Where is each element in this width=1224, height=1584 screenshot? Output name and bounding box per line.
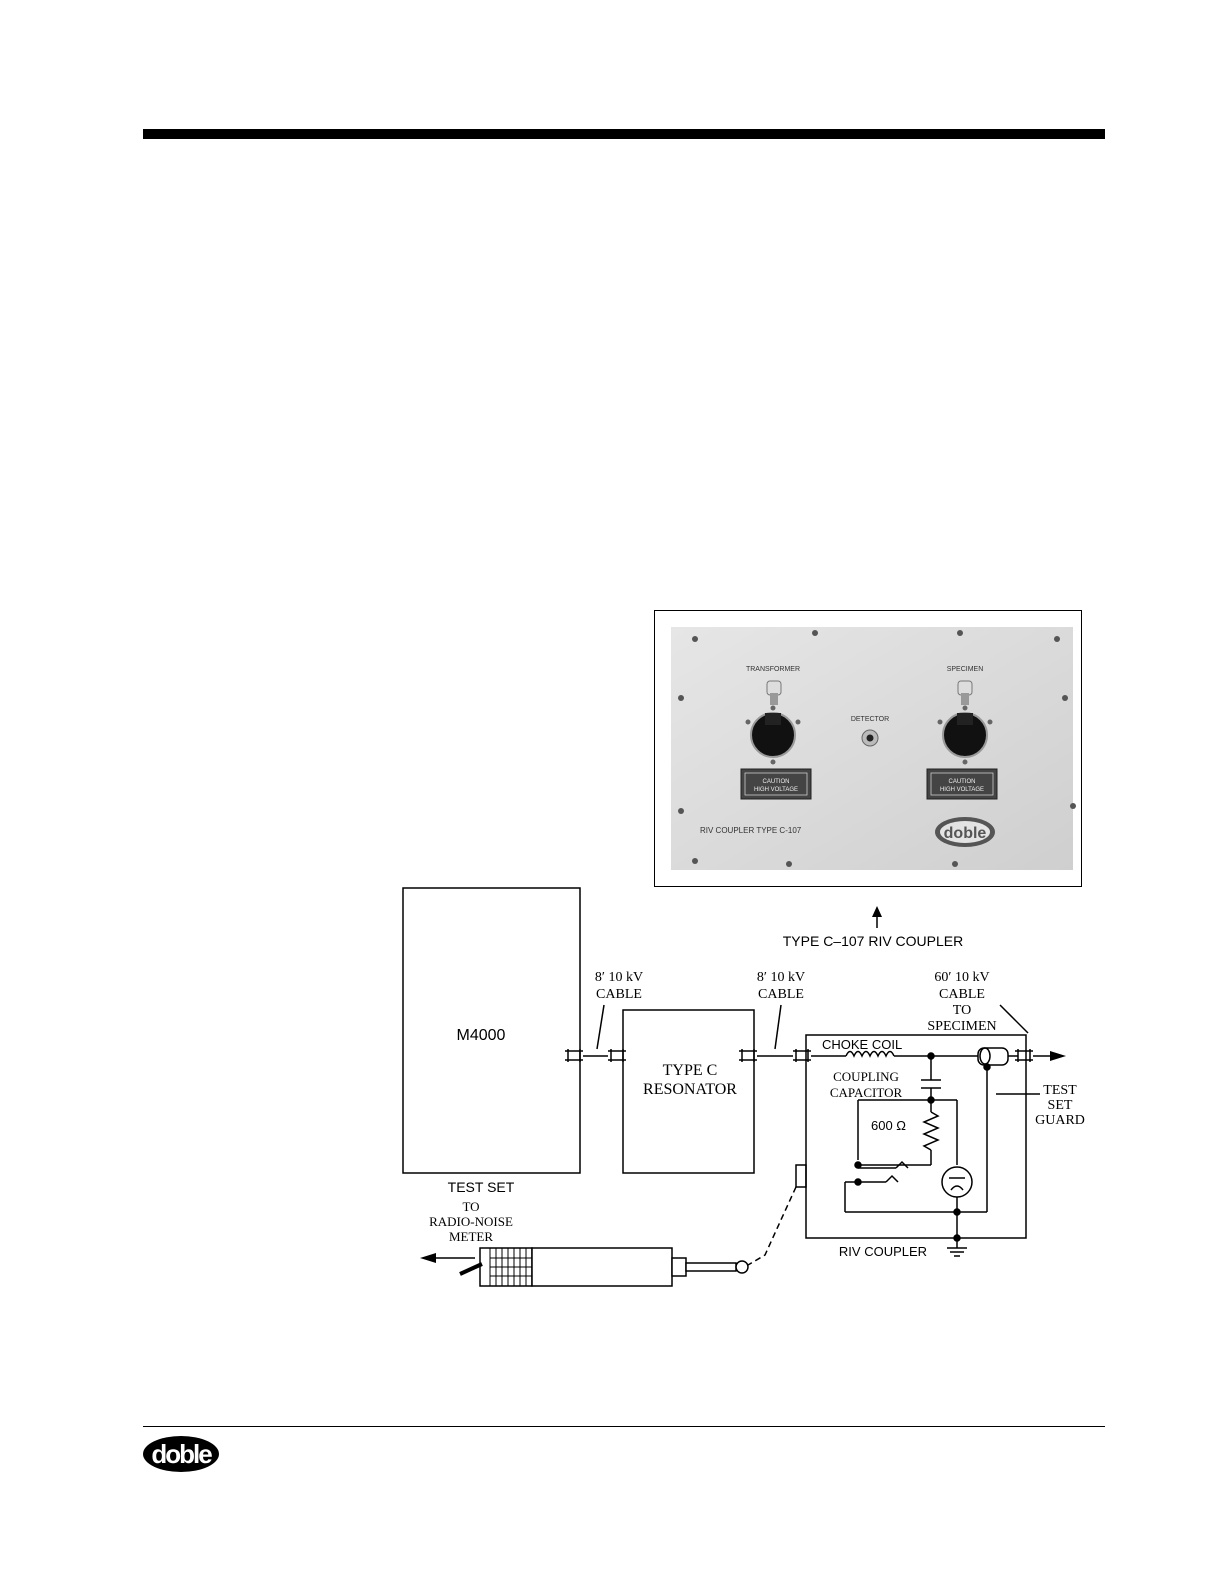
connector-m4000: [565, 1049, 583, 1062]
caution-plate-specimen: CAUTION HIGH VOLTAGE: [926, 768, 998, 800]
resistor-label: 600 Ω: [871, 1118, 906, 1133]
meter-arrow: [420, 1253, 475, 1263]
coupler-output-port: [795, 1164, 807, 1188]
meter-label: TO: [462, 1199, 479, 1214]
coupling-capacitor-label: COUPLING: [833, 1069, 899, 1084]
cable-3-label: SPECIMEN: [927, 1019, 996, 1034]
test-set-label: TEST SET: [448, 1179, 515, 1195]
svg-text:doble: doble: [944, 825, 987, 842]
connector-coupler-in: [793, 1049, 811, 1062]
panel-face: [671, 627, 1073, 870]
transformer-toggle: [766, 680, 782, 705]
coupling-capacitor-label: CAPACITOR: [830, 1085, 903, 1100]
connector-resonator-in: [608, 1049, 626, 1062]
header-rule: [143, 129, 1105, 139]
footer-rule: [143, 1426, 1105, 1427]
photo-caption: TYPE C–107 RIV COUPLER: [783, 933, 964, 949]
type-c-resonator-box: [622, 1009, 755, 1174]
choke-coil: [845, 1050, 895, 1058]
caution-text: CAUTION: [949, 779, 976, 785]
riv-coupler-box: [805, 1034, 1027, 1239]
panel-model-label: RIV COUPLER TYPE C-107: [700, 826, 802, 835]
panel-doble-logo: doble: [935, 817, 995, 847]
resonator-label: TYPE C: [663, 1062, 718, 1079]
panel-label-specimen: SPECIMEN: [947, 666, 984, 673]
connector-coupler-out: [1015, 1049, 1033, 1062]
test-set-guard-label: GUARD: [1035, 1113, 1085, 1128]
doble-logo: doble: [143, 1436, 219, 1472]
photo-pointer-arrow: [872, 906, 882, 928]
panel-screws: [678, 630, 1076, 867]
meter-label: METER: [449, 1229, 493, 1244]
connector-resonator-out: [739, 1049, 757, 1062]
riv-coupler-photo: TRANSFORMER SPECIMEN DETECTOR: [654, 610, 1082, 887]
riv-coupler-panel-drawing: TRANSFORMER SPECIMEN DETECTOR: [671, 627, 1076, 870]
cable-3-label: TO: [953, 1003, 971, 1018]
panel-label-transformer: TRANSFORMER: [746, 666, 800, 673]
cable-2-label: CABLE: [758, 987, 804, 1002]
detector-jack: [861, 729, 879, 747]
test-set-guard-label: SET: [1048, 1098, 1073, 1113]
vacuum-tube: [941, 1166, 973, 1198]
cable-2-label: 8′ 10 kV: [757, 970, 805, 985]
test-set-guard-label: TEST: [1043, 1083, 1077, 1098]
m4000-box: [402, 887, 581, 1174]
specimen-toggle: [957, 680, 973, 705]
guard-cylinder: [977, 1047, 1009, 1066]
detector-lead: [747, 1186, 797, 1266]
cable-1-label: 8′ 10 kV: [595, 970, 643, 985]
cable-3-label: 60′ 10 kV: [934, 970, 989, 985]
cable-3-leader: [999, 1004, 1029, 1034]
caution-plate-transformer: CAUTION HIGH VOLTAGE: [740, 768, 812, 800]
specimen-arrow: [1050, 1051, 1066, 1061]
choke-coil-label: CHOKE COIL: [822, 1037, 902, 1052]
resonator-label: RESONATOR: [643, 1081, 737, 1098]
cable-1-leader: [596, 1004, 605, 1050]
cable-3-label: CABLE: [939, 987, 985, 1002]
caution-text: CAUTION: [763, 779, 790, 785]
detector-plug: [459, 1247, 749, 1287]
specimen-receptacle: [937, 705, 993, 765]
caution-text: HIGH VOLTAGE: [754, 787, 798, 793]
m4000-label: M4000: [457, 1027, 506, 1044]
detector-jack-switch: [858, 1160, 909, 1183]
resistor-600-ohm: [922, 1111, 940, 1151]
transformer-receptacle: [745, 705, 801, 765]
cable-2-leader: [774, 1004, 782, 1050]
riv-coupler-label: RIV COUPLER: [839, 1244, 927, 1259]
cable-1-label: CABLE: [596, 987, 642, 1002]
panel-label-detector: DETECTOR: [851, 716, 889, 723]
caution-text: HIGH VOLTAGE: [940, 787, 984, 793]
meter-label: RADIO-NOISE: [429, 1214, 513, 1229]
ground-symbol: [947, 1238, 967, 1257]
